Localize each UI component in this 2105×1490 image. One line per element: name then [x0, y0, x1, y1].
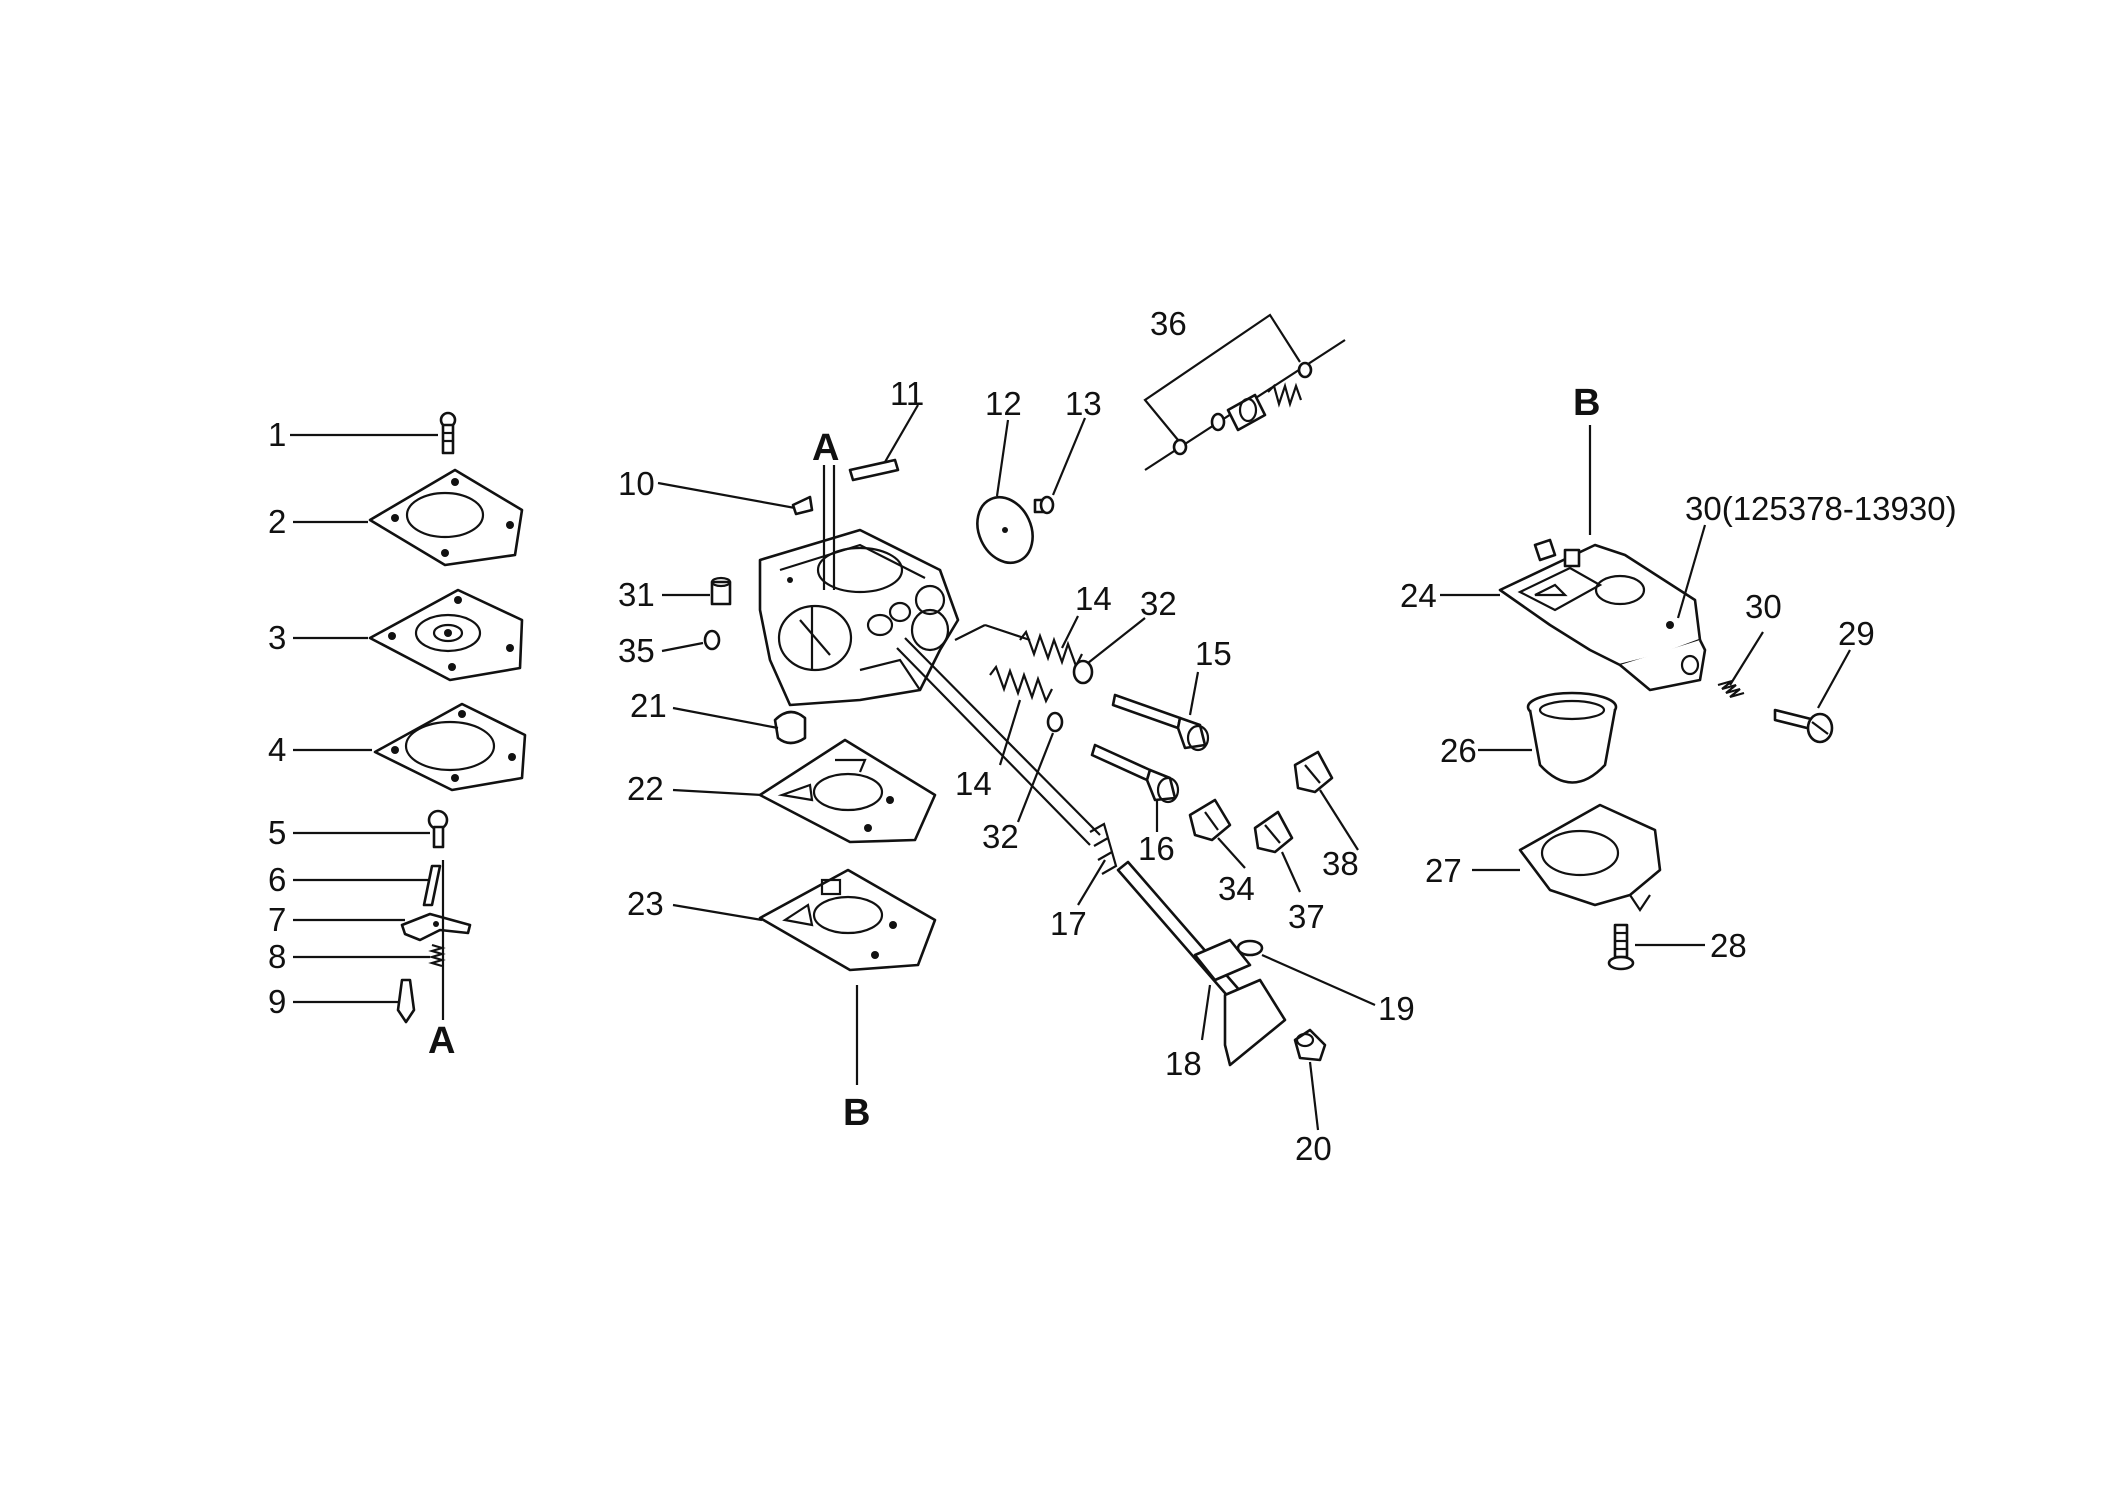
part-37-limiter-cap: [1253, 810, 1294, 854]
part-7-lever: [400, 912, 472, 942]
label-35: 35: [618, 632, 655, 669]
label-21: 21: [630, 687, 667, 724]
label-20: 20: [1295, 1130, 1332, 1167]
part-21-cap: [773, 710, 807, 745]
label-12: 12: [985, 385, 1022, 422]
ref-label-b-right: B: [1573, 382, 1600, 424]
part-32-upper-washer: [1072, 659, 1094, 685]
label-8: 8: [268, 938, 286, 975]
part-28-screw: [1607, 923, 1635, 971]
part-14-upper-spring: [1019, 629, 1083, 669]
label-24: 24: [1400, 577, 1437, 614]
label-22: 22: [627, 770, 664, 807]
part-35-o-ring: [703, 629, 721, 651]
label-18: 18: [1165, 1045, 1202, 1082]
label-28: 28: [1710, 927, 1747, 964]
part-22-gasket: [758, 738, 937, 844]
part-30-spring: [1717, 679, 1745, 699]
label-14-lower: 14: [955, 765, 992, 802]
part-labels: 1 2 3 4 5 6 7 8 9 10 11 12 13 14 14 15 1…: [268, 305, 1957, 1167]
guide-line-upper: [954, 624, 986, 641]
label-30: 30: [1745, 588, 1782, 625]
label-34: 34: [1218, 870, 1255, 907]
label-7: 7: [268, 901, 286, 938]
part-2-pump-cover: [368, 468, 524, 567]
label-16: 16: [1138, 830, 1175, 867]
label-15: 15: [1195, 635, 1232, 672]
label-23: 23: [627, 885, 664, 922]
label-13: 13: [1065, 385, 1102, 422]
label-26: 26: [1440, 732, 1477, 769]
label-9: 9: [268, 983, 286, 1020]
part-4-gasket: [373, 702, 527, 792]
part-19-clip: [1236, 939, 1264, 957]
label-38: 38: [1322, 845, 1359, 882]
part-6-pin: [422, 864, 442, 907]
label-4: 4: [268, 731, 286, 768]
label-32-lower: 32: [982, 818, 1019, 855]
part-23-gasket: [758, 868, 937, 972]
part-20-knob: [1293, 1028, 1327, 1062]
label-37: 37: [1288, 898, 1325, 935]
part-26-primer-bulb: [1526, 691, 1618, 784]
label-11: 11: [890, 375, 924, 412]
ref-label-a-left: A: [428, 1020, 455, 1062]
ref-label-a-top: A: [812, 427, 839, 469]
part-29-screw: [1773, 708, 1834, 744]
part-24-pump-body: [1498, 538, 1707, 692]
part-31-fitting: [710, 576, 732, 606]
label-10: 10: [618, 465, 655, 502]
part-34-limiter-cap: [1188, 798, 1232, 842]
guide-line-shaft: [904, 637, 1101, 836]
label-14-upper: 14: [1075, 580, 1112, 617]
part-13-screw: [1033, 495, 1055, 515]
bracket-36: [1143, 313, 1301, 441]
part-32-lower-washer: [1046, 711, 1064, 733]
part-16-needle: [1090, 743, 1180, 804]
guide-line-shaft-2: [896, 647, 1091, 846]
label-29: 29: [1838, 615, 1875, 652]
part-5-screw: [427, 809, 449, 849]
part-27-retainer: [1518, 803, 1662, 912]
label-3: 3: [268, 619, 286, 656]
part-10-clip: [791, 495, 814, 516]
part-36-needle-kit: [1144, 339, 1346, 471]
part-15-needle: [1111, 693, 1210, 752]
part-38-limiter-cap: [1293, 750, 1334, 794]
part-12-throttle-disc: [976, 495, 1034, 565]
part-8-spring: [428, 943, 446, 968]
label-2: 2: [268, 503, 286, 540]
reference-labels: A A B B: [428, 382, 1600, 1134]
part-3-diaphragm: [368, 588, 524, 682]
part-14-lower-spring: [989, 664, 1053, 704]
label-36: 36: [1150, 305, 1187, 342]
label-31: 31: [618, 576, 655, 613]
label-27: 27: [1425, 852, 1462, 889]
part-1-screw: [439, 411, 457, 455]
label-30-ref: 30(125378-13930): [1685, 490, 1957, 527]
ref-label-b-bottom: B: [843, 1092, 870, 1134]
part-11-pin: [848, 458, 900, 482]
part-17-spring: [1089, 822, 1118, 875]
part-9-needle: [396, 978, 416, 1024]
label-6: 6: [268, 861, 286, 898]
guide-line-upper-2: [984, 623, 1031, 642]
label-32-upper: 32: [1140, 585, 1177, 622]
part-18-throttle-shaft: [1116, 860, 1287, 1067]
label-5: 5: [268, 814, 286, 851]
label-1: 1: [268, 416, 286, 453]
label-17: 17: [1050, 905, 1087, 942]
leader-lines: [290, 404, 1851, 1131]
label-19: 19: [1378, 990, 1415, 1027]
